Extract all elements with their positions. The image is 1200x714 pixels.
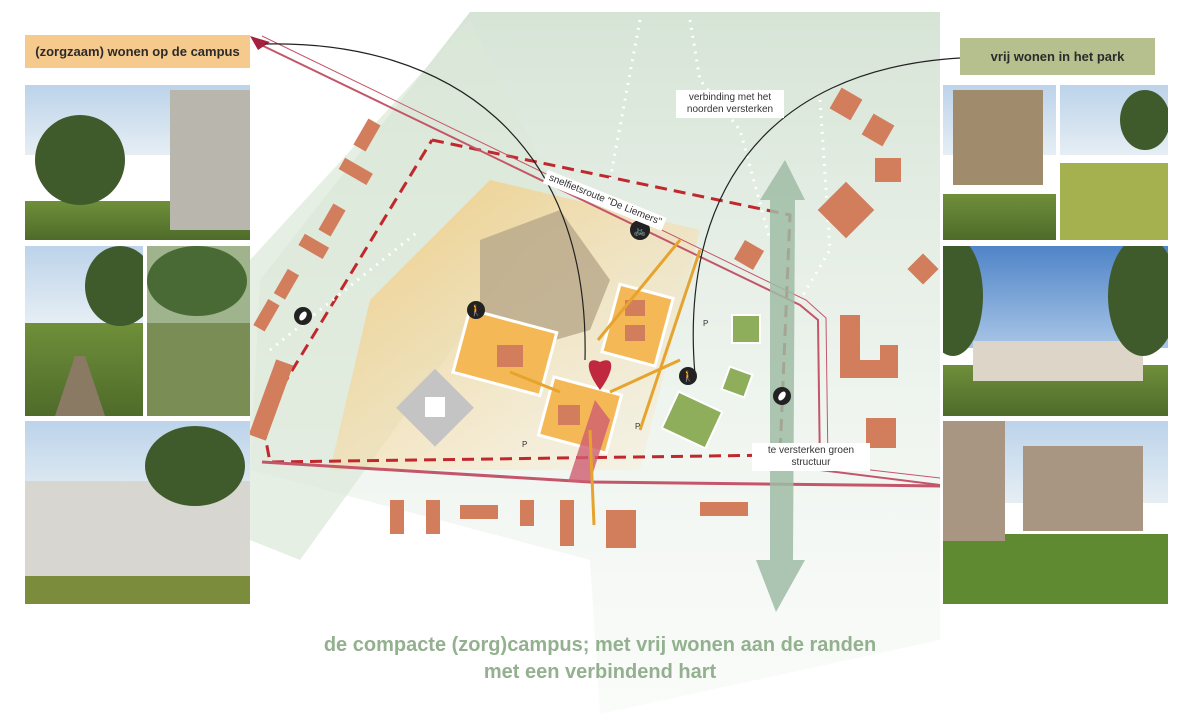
- walk-icon-2: 🚶: [679, 367, 697, 385]
- green-structure-note: te versterken groen structuur: [752, 443, 870, 471]
- photo-park-meadow: [1060, 85, 1168, 240]
- photo-campus-building: [25, 85, 250, 240]
- svg-text:🚲: 🚲: [634, 226, 646, 237]
- bicycle-icon: 🚲: [630, 220, 650, 240]
- north-connection-note: verbinding met het noorden versterken: [676, 90, 784, 118]
- title-line-2: met een verbindend hart: [483, 661, 717, 683]
- park-living-label: vrij wonen in het park: [960, 38, 1155, 75]
- parking-label: P: [522, 440, 528, 449]
- photo-campus-garden: [147, 246, 250, 416]
- diagram-title: de compacte (zorg)campus; met vrij wonen…: [0, 632, 1200, 686]
- leaf-icon-1: [294, 307, 312, 325]
- svg-text:🚶: 🚶: [469, 304, 483, 317]
- existing-building: [480, 210, 610, 350]
- park-link-arrow: [692, 57, 961, 376]
- photo-park-villas: [943, 246, 1168, 416]
- photo-park-brick-houses: [943, 421, 1168, 604]
- svg-text:🚶: 🚶: [681, 370, 695, 383]
- photo-campus-path: [25, 246, 143, 416]
- neighbour-buildings: [248, 87, 939, 548]
- parking-label: P: [703, 319, 709, 328]
- heart-icon: [588, 360, 612, 390]
- green-corridor-arrow: [756, 160, 805, 612]
- parking-label: P: [635, 422, 641, 431]
- site-boundary: [260, 138, 792, 464]
- photo-park-houses: [943, 85, 1056, 240]
- cycle-route: [254, 41, 941, 486]
- title-line-1: de compacte (zorg)campus; met vrij wonen…: [323, 634, 877, 656]
- campus-living-label: (zorgzaam) wonen op de campus: [25, 35, 250, 68]
- campus-link-arrow: [264, 43, 586, 361]
- walk-icon-1: 🚶: [467, 301, 485, 319]
- campus-arrow-marker: [250, 36, 270, 50]
- leaf-icon-2: [773, 387, 791, 405]
- photo-campus-courtyard: [25, 421, 250, 604]
